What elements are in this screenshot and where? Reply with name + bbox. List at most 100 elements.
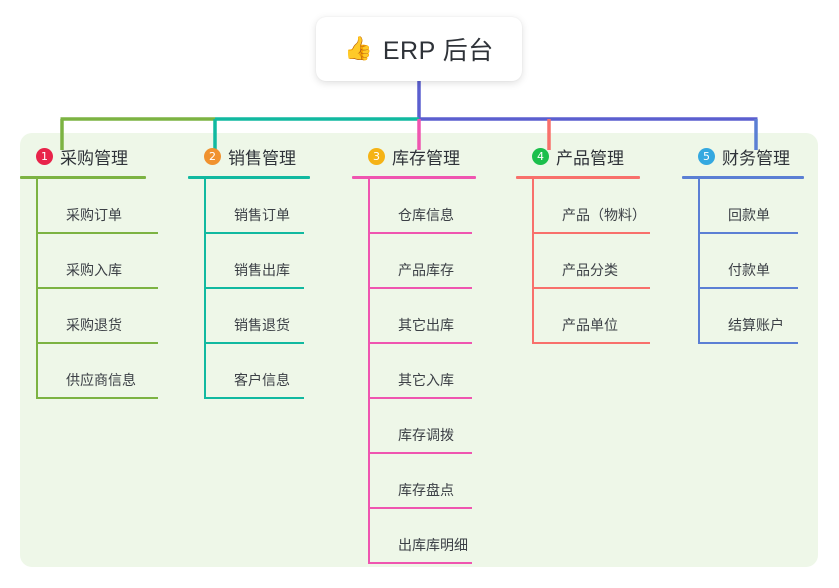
list-item-label: 仓库信息	[398, 207, 454, 223]
list-item-rule	[36, 287, 158, 289]
column-title-rule	[682, 176, 804, 179]
column-title: 采购管理	[60, 148, 128, 168]
column-title-rule	[352, 176, 476, 179]
list-item-rule	[36, 342, 158, 344]
list-item[interactable]: 回款单	[698, 179, 818, 234]
list-item[interactable]: 销售出库	[204, 234, 352, 289]
column-2: 2 销售管理销售订单销售出库销售退货客户信息	[188, 144, 352, 399]
column-4: 4 产品管理产品（物料） 产品分类产品单位	[516, 144, 682, 344]
list-item-label: 产品单位	[562, 317, 618, 333]
list-item[interactable]: 其它出库	[368, 289, 516, 344]
list-item-label: 销售订单	[234, 207, 290, 223]
list-item[interactable]: 采购订单	[36, 179, 188, 234]
root-title: ERP 后台	[382, 37, 494, 65]
column-items: 回款单付款单结算账户	[698, 179, 818, 344]
list-item-label: 库存盘点	[398, 482, 454, 498]
list-item[interactable]: 产品（物料）	[532, 179, 682, 234]
column-spine	[36, 179, 38, 399]
list-item-rule	[204, 397, 304, 399]
list-item[interactable]: 仓库信息	[368, 179, 516, 234]
list-item-rule	[368, 507, 472, 509]
list-item-rule	[532, 342, 650, 344]
list-item[interactable]: 采购入库	[36, 234, 188, 289]
list-item-label: 结算账户	[728, 317, 784, 333]
list-item[interactable]: 产品库存	[368, 234, 516, 289]
list-item[interactable]: 客户信息	[204, 344, 352, 399]
column-header-4[interactable]: 4 产品管理	[516, 144, 682, 168]
list-item[interactable]: 销售订单	[204, 179, 352, 234]
list-item[interactable]: 付款单	[698, 234, 818, 289]
column-header-3[interactable]: 3 库存管理	[352, 144, 516, 168]
list-item-rule	[532, 232, 650, 234]
list-item-label: 供应商信息	[66, 372, 136, 388]
list-item-label: 采购退货	[66, 317, 122, 333]
column-title-rule	[20, 176, 146, 179]
column-title: 财务管理	[722, 148, 790, 168]
column-spine	[698, 179, 700, 344]
list-item-rule	[368, 232, 472, 234]
list-item-label: 销售退货	[234, 317, 290, 333]
column-items: 仓库信息产品库存其它出库其它入库库存调拨库存盘点出库库明细	[368, 179, 516, 564]
list-item-rule	[698, 287, 798, 289]
list-item[interactable]: 库存调拨	[368, 399, 516, 454]
column-title-rule	[516, 176, 640, 179]
column-spine	[204, 179, 206, 399]
list-item[interactable]: 采购退货	[36, 289, 188, 344]
thumbs-up-icon: 👍	[344, 35, 373, 62]
column-items: 采购订单采购入库采购退货供应商信息	[36, 179, 188, 399]
list-item[interactable]: 供应商信息	[36, 344, 188, 399]
list-item-rule	[698, 342, 798, 344]
list-item[interactable]: 其它入库	[368, 344, 516, 399]
root-node[interactable]: 👍 ERP 后台	[316, 17, 522, 81]
list-item-rule	[698, 232, 798, 234]
list-item[interactable]: 产品单位	[532, 289, 682, 344]
list-item-label: 其它出库	[398, 317, 454, 333]
column-header-1[interactable]: 1 采购管理	[20, 144, 188, 168]
list-item-rule	[204, 232, 304, 234]
diagram-panel	[20, 133, 818, 567]
list-item[interactable]: 库存盘点	[368, 454, 516, 509]
column-spine	[368, 179, 370, 564]
list-item-rule	[36, 232, 158, 234]
list-item-rule	[368, 397, 472, 399]
list-item[interactable]: 结算账户	[698, 289, 818, 344]
column-badge-icon: 4	[532, 147, 549, 165]
list-item[interactable]: 产品分类	[532, 234, 682, 289]
column-spine	[532, 179, 534, 344]
list-item-label: 出库库明细	[398, 537, 468, 553]
list-item-label: 产品分类	[562, 262, 618, 278]
list-item[interactable]: 出库库明细	[368, 509, 516, 564]
column-items: 销售订单销售出库销售退货客户信息	[204, 179, 352, 399]
list-item-label: 库存调拨	[398, 427, 454, 443]
list-item-label: 产品（物料）	[562, 207, 646, 223]
column-badge-icon: 1	[36, 147, 53, 165]
column-title: 销售管理	[228, 148, 296, 168]
list-item-rule	[368, 342, 472, 344]
list-item-rule	[368, 562, 472, 564]
list-item-label: 采购入库	[66, 262, 122, 278]
list-item-label: 产品库存	[398, 262, 454, 278]
column-1: 1 采购管理采购订单采购入库采购退货供应商信息	[20, 144, 188, 399]
column-items: 产品（物料） 产品分类产品单位	[532, 179, 682, 344]
column-title-rule	[188, 176, 310, 179]
list-item-label: 销售出库	[234, 262, 290, 278]
column-badge-icon: 2	[204, 147, 221, 165]
list-item-rule	[532, 287, 650, 289]
column-header-2[interactable]: 2 销售管理	[188, 144, 352, 168]
list-item-rule	[36, 397, 158, 399]
list-item-label: 客户信息	[234, 372, 290, 388]
list-item[interactable]: 销售退货	[204, 289, 352, 344]
list-item-rule	[368, 452, 472, 454]
column-badge-icon: 3	[368, 147, 385, 165]
list-item-label: 付款单	[728, 262, 770, 278]
list-item-label: 其它入库	[398, 372, 454, 388]
list-item-label: 采购订单	[66, 207, 122, 223]
list-item-rule	[204, 287, 304, 289]
column-title: 产品管理	[556, 148, 624, 168]
list-item-rule	[204, 342, 304, 344]
column-3: 3 库存管理仓库信息产品库存其它出库其它入库库存调拨库存盘点出库库明细	[352, 144, 516, 564]
column-title: 库存管理	[392, 148, 460, 168]
